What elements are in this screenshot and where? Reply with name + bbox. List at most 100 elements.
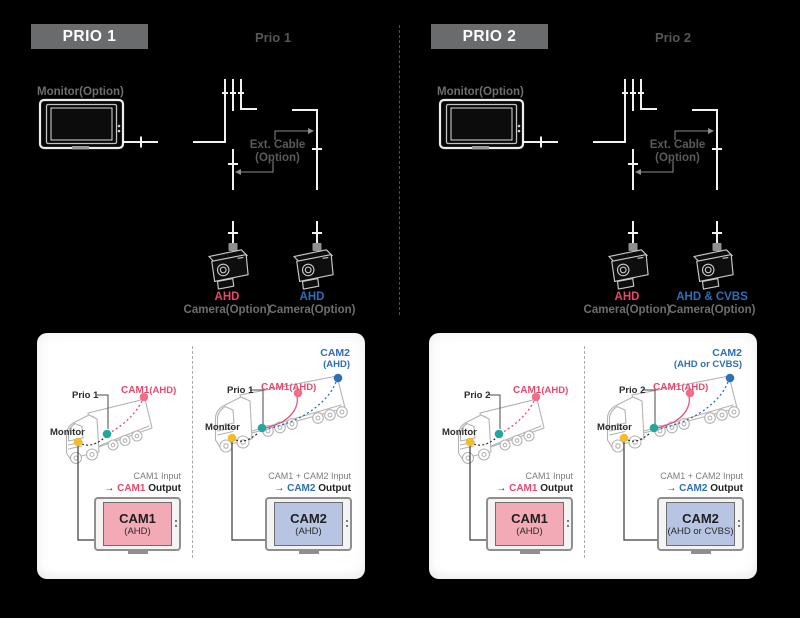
monitor-display: CAM1 (AHD) [486,497,573,554]
prio2-diagram-title: Prio 2 [654,30,692,45]
prio2-installation-panel: CAM1(AHD) Prio 2 Monitor CAM1 Input → CA… [429,333,757,579]
bezel-buttons [346,520,348,522]
camera2-option: Camera(Option) [268,304,356,316]
cam1-suffix: (AHD) [149,385,177,396]
cam1-name: CAM1 [121,385,150,396]
cam2-suffix: (AHD) [323,359,350,370]
monitor-display: CAM2 (AHD or CVBS) [657,497,744,554]
cam2-callout: CAM2 (AHD) [272,347,350,371]
arrow-icon: → [666,483,677,494]
cam1-callout: CAM1(AHD) [513,380,568,398]
ext-cable-label: Ext. Cable (Option) [227,139,328,164]
camera2-type: AHD [299,291,325,303]
prio-callout: Prio 1 [227,385,254,396]
monitor-stand [298,551,319,554]
prio1-badge: PRIO 1 [31,24,148,49]
monitor-option-label: Monitor(Option) [437,86,524,98]
io-input-line: CAM1 Input [525,471,573,481]
monitor-stand [519,551,540,554]
monitor-callout: Monitor [205,422,240,433]
prio2-badge: PRIO 2 [431,24,548,49]
camera1-option: Camera(Option) [583,304,671,316]
cam2-suffix: (AHD or CVBS) [673,359,742,370]
screen-subtitle: (AHD) [516,525,543,537]
camera1-label: AHD Camera(Option) [177,291,277,317]
section-divider [399,25,400,315]
cam1-suffix: (AHD) [681,382,709,393]
cam1-suffix: (AHD) [541,385,569,396]
screen-title: CAM2 [290,510,327,526]
ext-cable-line2: (Option) [255,151,300,164]
cam1-callout: CAM1(AHD) [653,377,708,395]
camera1-type: AHD [214,291,240,303]
ext-cable-line2: (Option) [655,151,700,164]
cam2-name: CAM2 [320,347,350,359]
io-input-line: CAM1 + CAM2 Input [268,471,351,481]
io-summary: CAM1 + CAM2 Input → CAM2 Output [247,471,351,495]
monitor-stand [127,551,148,554]
prio2-wiring-section: PRIO 2 Prio 2 Monitor(Option) Ext. Cable… [400,0,800,330]
camera1-option: Camera(Option) [183,304,271,316]
io-rest: Output [148,483,181,494]
monitor-option-label: Monitor(Option) [37,86,124,98]
monitor-callout: Monitor [50,427,85,438]
io-cam: CAM1 [117,483,146,494]
prio-callout: Prio 2 [619,385,646,396]
monitor-callout: Monitor [597,422,632,433]
camera1-label: AHD Camera(Option) [577,291,677,317]
bezel-buttons [738,520,740,522]
camera2-label: AHD & CVBS Camera(Option) [662,291,762,317]
io-rest: Output [710,483,743,494]
monitor-display: CAM2 (AHD) [265,497,352,554]
screen-subtitle: (AHD) [124,525,151,537]
monitor-screen: CAM1 (AHD) [495,502,564,546]
camera2-option: Camera(Option) [668,304,756,316]
io-rest: Output [540,483,573,494]
arrow-icon: → [496,483,507,494]
screen-title: CAM1 [511,510,548,526]
arrow-icon: → [274,483,285,494]
monitor-screen: CAM2 (AHD or CVBS) [666,502,735,546]
ext-cable-label: Ext. Cable (Option) [627,139,728,164]
camera2-label: AHD Camera(Option) [262,291,362,317]
screen-title: CAM2 [682,510,719,526]
bezel-buttons [567,520,569,522]
cam1-name: CAM1 [513,385,542,396]
io-summary: CAM1 + CAM2 Input → CAM2 Output [639,471,743,495]
cam1-name: CAM1 [653,382,682,393]
prio1-installation-panel: CAM1(AHD) Prio 1 Monitor CAM1 Input → CA… [37,333,365,579]
prio-callout: Prio 1 [72,390,99,401]
prio2-wiring-svg [400,0,800,330]
monitor-screen: CAM1 (AHD) [103,502,172,546]
camera2-type: AHD & CVBS [676,291,748,303]
cam1-suffix: (AHD) [289,382,317,393]
io-cam: CAM2 [287,483,316,494]
panel-divider [192,346,193,558]
io-rest: Output [318,483,351,494]
prio1-wiring-section: PRIO 1 Prio 1 Monitor(Option) Ext. Cable… [0,0,400,330]
ext-cable-line1: Ext. Cable [649,139,706,151]
io-input-line: CAM1 + CAM2 Input [660,471,743,481]
camera1-type: AHD [614,291,640,303]
arrow-icon: → [104,483,115,494]
cam1-callout: CAM1(AHD) [121,380,176,398]
screen-title: CAM1 [119,510,156,526]
io-input-line: CAM1 Input [133,471,181,481]
cam1-name: CAM1 [261,382,290,393]
panel-divider [584,346,585,558]
io-output-line: → CAM1 Output [469,482,573,495]
io-cam: CAM1 [509,483,538,494]
prio1-diagram-title: Prio 1 [254,30,292,45]
monitor-display: CAM1 (AHD) [94,497,181,554]
cam2-callout: CAM2 (AHD or CVBS) [664,348,742,371]
monitor-screen: CAM2 (AHD) [274,502,343,546]
bezel-buttons [175,520,177,522]
io-output-line: → CAM1 Output [77,482,181,495]
monitor-callout: Monitor [442,427,477,438]
ext-cable-line1: Ext. Cable [249,139,306,151]
prio-callout: Prio 2 [464,390,491,401]
monitor-stand [690,551,711,554]
io-output-line: → CAM2 Output [639,482,743,495]
cam1-callout: CAM1(AHD) [261,377,316,395]
